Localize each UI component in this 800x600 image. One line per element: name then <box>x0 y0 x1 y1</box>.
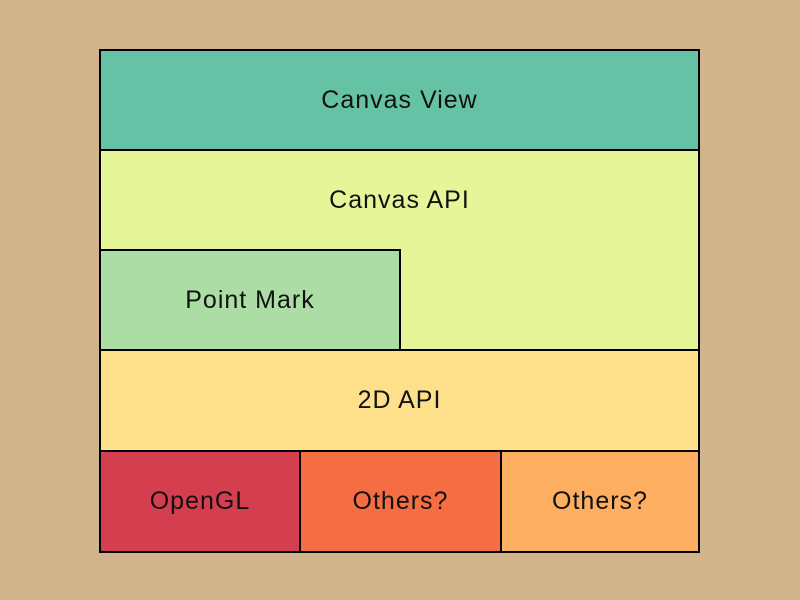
layer-point-mark: Point Mark <box>99 249 401 351</box>
architecture-stack-diagram: Canvas View Canvas API Point Mark 2D API… <box>99 49 700 553</box>
layer-canvas-view-label: Canvas View <box>321 85 478 114</box>
layer-others-right-label: Others? <box>552 487 648 515</box>
layer-others-middle: Others? <box>299 450 502 553</box>
layer-canvas-api-label-strip: Canvas API <box>101 151 698 249</box>
layer-opengl-label: OpenGL <box>149 487 251 515</box>
layer-point-mark-label: Point Mark <box>185 285 315 314</box>
layer-others-right: Others? <box>500 450 700 553</box>
layer-canvas-api-label: Canvas API <box>329 185 470 214</box>
layer-canvas-view: Canvas View <box>99 49 700 151</box>
layer-2d-api-label: 2D API <box>357 386 442 414</box>
layer-2d-api: 2D API <box>99 349 700 452</box>
layer-opengl: OpenGL <box>99 450 301 553</box>
layer-others-middle-label: Others? <box>352 487 449 515</box>
